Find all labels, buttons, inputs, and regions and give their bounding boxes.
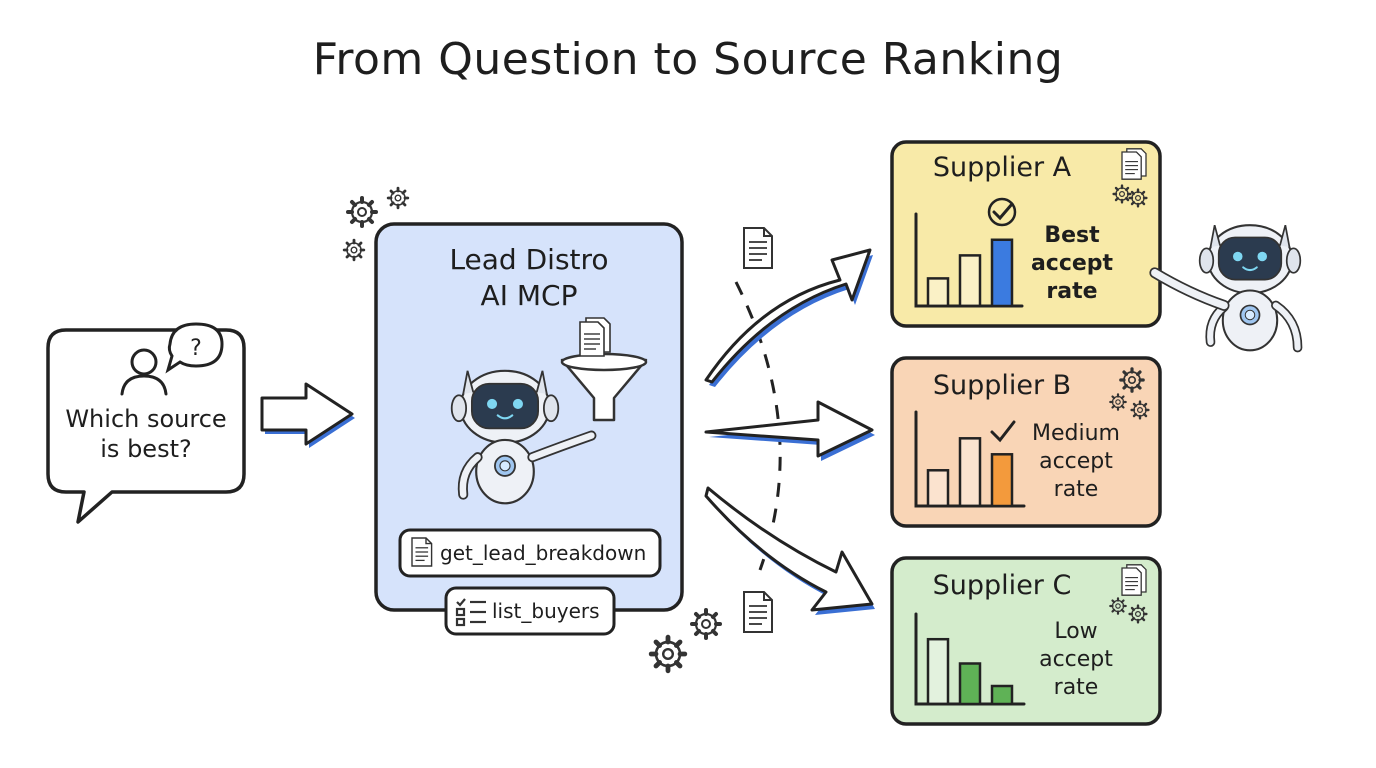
rate-line: accept (1039, 449, 1113, 474)
hub-title-line-1: Lead Distro (449, 243, 609, 276)
supplier-a-rate: Best accept rate (1024, 222, 1120, 306)
bar (990, 684, 1014, 706)
supplier-c-name: Supplier C (932, 570, 1072, 601)
chart-axes (914, 212, 1026, 706)
document-icon (411, 537, 433, 567)
arrow-to-supplier-a (704, 248, 873, 387)
rate-line: accept (1030, 251, 1114, 276)
rate-line: Medium (1032, 421, 1120, 446)
gear-icon (342, 238, 366, 262)
document-icon (1121, 564, 1147, 596)
question-line-1: Which source (65, 405, 227, 433)
checkmark-icon (990, 420, 1016, 443)
question-line-2: is best? (100, 435, 192, 463)
question-mark-icon: ? (165, 322, 224, 374)
checkmark-icon (987, 197, 1017, 227)
bar (926, 637, 950, 706)
diagram-title: From Question to Source Ranking (312, 34, 1064, 85)
bar (958, 437, 982, 508)
question-bubble: ? (46, 322, 246, 524)
funnel-icon (560, 317, 648, 422)
document-icon (743, 591, 773, 633)
robot-icon (1149, 225, 1301, 350)
arrow-to-supplier-b (704, 400, 875, 461)
gear-icon (651, 637, 685, 671)
tool-pill-buyers (444, 586, 616, 636)
hub-title-line-2: AI MCP (480, 279, 578, 312)
checklist-icon (455, 598, 486, 627)
document-icon (743, 227, 773, 269)
gear-icon (690, 608, 722, 640)
supplier-a-bars (926, 238, 1014, 308)
gear-icon (346, 196, 378, 228)
person-icon (120, 348, 168, 396)
supplier-a-name: Supplier A (932, 152, 1072, 183)
bar (926, 469, 950, 508)
robot-icon (452, 371, 597, 503)
arrow-to-supplier-c (704, 486, 875, 615)
arrow-to-hub (260, 382, 355, 448)
supplier-b-rate: Medium accept rate (1026, 420, 1126, 504)
bar (958, 254, 982, 308)
hub-title: Lead Distro AI MCP (376, 242, 682, 314)
document-icon (1121, 148, 1147, 180)
rate-line: accept (1039, 647, 1113, 672)
bar (926, 277, 950, 308)
bar (990, 238, 1014, 308)
tool-pill-breakdown (398, 528, 662, 578)
gear-icon (386, 186, 410, 210)
bar (958, 662, 982, 706)
tool-get-lead-breakdown: get_lead_breakdown (440, 541, 647, 565)
rate-line: rate (1053, 675, 1099, 700)
rate-line: Low (1054, 619, 1098, 644)
supplier-c-bars (926, 637, 1014, 706)
supplier-b-bars (926, 437, 1014, 508)
tool-list-buyers: list_buyers (492, 599, 600, 623)
rate-line: rate (1046, 279, 1098, 304)
supplier-b-name: Supplier B (932, 370, 1072, 401)
bar (990, 453, 1014, 508)
supplier-c-rate: Low accept rate (1026, 618, 1126, 702)
question-text: Which source is best? (48, 404, 244, 464)
rate-line: Best (1044, 223, 1100, 248)
svg-text:?: ? (190, 336, 202, 361)
rate-line: rate (1053, 477, 1099, 502)
